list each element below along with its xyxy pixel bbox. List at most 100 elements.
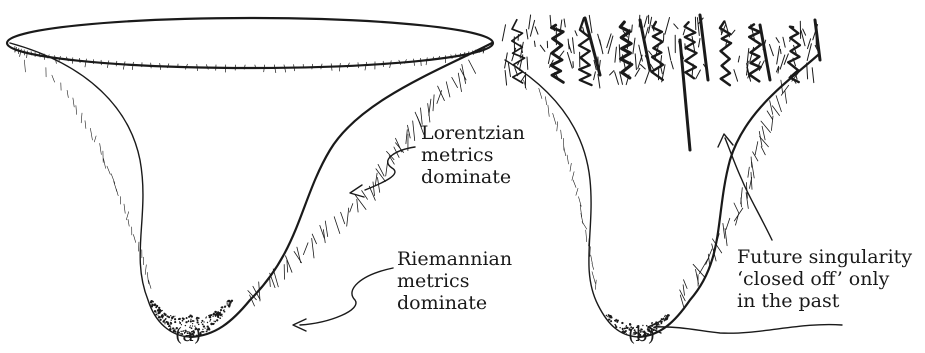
label-singularity: Future singularity ‘closed off’ only in … (737, 246, 912, 312)
stipple-dot (203, 321, 204, 322)
stipple-dot (668, 315, 670, 317)
wall-hatch-stroke (312, 234, 316, 244)
singularity-hatch (534, 41, 535, 46)
wall-hatch-stroke (378, 164, 384, 176)
wall-hatch-stroke (362, 191, 368, 200)
wall-hatch-stroke (76, 106, 77, 115)
wall-hatch-stroke (725, 229, 727, 246)
wall-hatch-stroke (100, 143, 102, 154)
singularity-dark-stroke (760, 25, 770, 80)
wall-hatch-stroke (458, 73, 461, 92)
stipple-dot (164, 314, 167, 317)
wall-hatch-stroke (94, 136, 96, 142)
stipple-dot (186, 317, 187, 318)
wall-hatch-stroke (334, 217, 340, 234)
wall-hatch-stroke (124, 204, 125, 213)
caption-b: (b) (628, 324, 655, 346)
stipple-dot (201, 331, 202, 332)
rim-hatch-stroke (264, 65, 265, 72)
stipple-dot (158, 312, 160, 314)
stipple-dot (196, 317, 198, 319)
wall-hatch-stroke (433, 95, 434, 111)
wall-hatch-stroke (452, 77, 458, 87)
singularity-hatch (645, 71, 650, 84)
stipple-dot (615, 325, 617, 327)
wall-hatch-stroke (133, 235, 135, 243)
stipple-dot (665, 317, 667, 319)
singularity-hatch (803, 29, 806, 35)
singularity-hatch (530, 20, 534, 36)
singularity-hatch (641, 65, 646, 70)
stipple-dot (190, 320, 192, 322)
stipple-dot (223, 310, 225, 312)
stipple-dot (222, 316, 223, 317)
wall-hatch-stroke (572, 172, 574, 181)
label-lorentzian-line-2: metrics (421, 144, 525, 166)
stipple-dot (164, 323, 165, 324)
wall-hatch-stroke (586, 230, 587, 242)
stipple-dot (615, 320, 617, 322)
stipple-dot (666, 315, 668, 317)
stipple-dot (662, 319, 664, 321)
stipple-dot (624, 328, 626, 330)
wall-hatch-stroke (52, 75, 55, 82)
arrow-lorentzian (365, 147, 415, 190)
wall-hatch-stroke (312, 238, 314, 258)
singularity-hatch (568, 39, 569, 49)
stipple-dot (170, 326, 171, 327)
label-riemannian-line-3: dominate (397, 292, 512, 314)
rim-hatch-stroke (116, 61, 117, 66)
singularity-scribble (749, 24, 761, 81)
stipple-dot (219, 317, 221, 319)
wall-hatch-stroke (107, 166, 110, 174)
stipple-dot (207, 325, 209, 327)
singularity-hatch (573, 38, 575, 54)
wall-hatch-stroke (561, 130, 562, 139)
wall-hatch-stroke (387, 151, 395, 159)
stipple-dot (193, 320, 195, 322)
stipple-dot (608, 315, 610, 317)
wall-hatch-stroke (126, 212, 128, 220)
singularity-hatch (699, 39, 701, 48)
label-singularity-line-1: Future singularity (737, 246, 912, 268)
singularity-hatch (548, 53, 550, 63)
wall-hatch-stroke (683, 285, 684, 296)
stipple-dot (664, 316, 665, 317)
wall-hatch-stroke (350, 204, 353, 212)
stipple-dot (188, 321, 190, 323)
singularity-hatch (696, 70, 701, 79)
stipple-dot (209, 317, 210, 318)
stipple-dot (220, 314, 222, 316)
funnel-b-singular-top (502, 15, 820, 150)
rim-hatch-stroke (160, 63, 161, 69)
wall-hatch-stroke (462, 64, 466, 83)
wall-hatch-stroke (579, 197, 582, 207)
wall-hatch-stroke (772, 106, 779, 116)
stipple-dot (179, 318, 181, 320)
singularity-hatch (776, 38, 779, 43)
wall-hatch-stroke (592, 272, 595, 284)
wall-hatch-stroke (553, 113, 556, 124)
stipple-dot (224, 311, 225, 312)
stipple-dot (606, 315, 608, 317)
singularity-hatch (575, 31, 577, 36)
stipple-dot (153, 304, 154, 305)
singularity-hatch (633, 38, 635, 54)
stipple-dot (154, 303, 157, 306)
stipple-dot (611, 317, 613, 319)
wall-hatch-stroke (145, 265, 146, 275)
wall-hatch-stroke (545, 97, 546, 105)
stipple-dot (621, 322, 623, 324)
wall-hatch-stroke (148, 280, 151, 289)
singularity-hatch (505, 71, 507, 86)
arrow-past (655, 325, 842, 334)
wall-hatch-stroke (104, 159, 106, 169)
wall-hatch-stroke (595, 280, 596, 289)
singularity-hatch (529, 15, 531, 29)
stipple-dot (169, 328, 172, 331)
stipple-dot (174, 318, 176, 320)
stipple-dot (217, 316, 219, 318)
singularity-hatch (550, 15, 551, 27)
wall-hatch-stroke (539, 88, 542, 98)
stipple-dot (205, 317, 206, 318)
